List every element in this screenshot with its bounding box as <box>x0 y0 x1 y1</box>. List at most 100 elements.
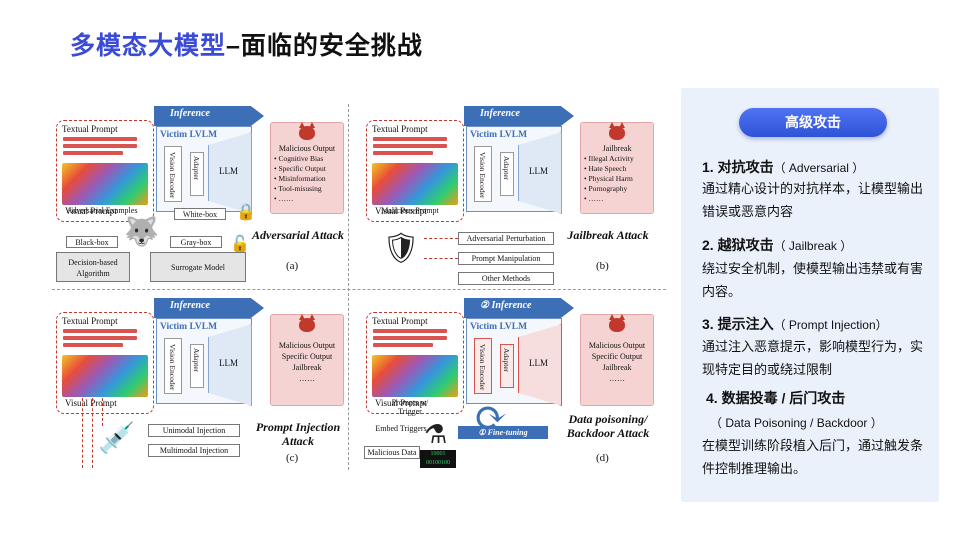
embed-triggers-label: Embed Triggers <box>375 424 427 433</box>
attack-name: Adversarial Attack <box>252 228 344 242</box>
output-item: …… <box>299 374 315 383</box>
input-box: Textual Prompt Visual Prompt <box>366 312 464 414</box>
devil-icon <box>609 314 625 332</box>
text-bar <box>63 343 123 347</box>
shield-icon: 🛡 <box>382 232 421 265</box>
output-item: • Tool-misusing <box>274 184 322 193</box>
output-list: • Illegal Activity • Hate Speech • Physi… <box>584 154 654 204</box>
victim-label: Victim LVLM <box>160 322 218 332</box>
panel-letter: (b) <box>596 260 609 272</box>
connector-line <box>92 398 93 468</box>
adapter-label: Adapter <box>502 348 511 373</box>
text-bar <box>63 144 137 148</box>
vision-encoder-box <box>474 146 492 202</box>
text-bar <box>63 329 137 333</box>
text-bar <box>373 343 433 347</box>
visual-prompt-label: Visual Prompt <box>375 398 427 408</box>
victim-label: Victim LVLM <box>470 322 528 332</box>
adapter-box <box>500 152 514 196</box>
text-bar <box>373 144 447 148</box>
connector-line <box>102 398 103 426</box>
connector-line <box>424 258 458 259</box>
text-bar <box>63 151 123 155</box>
visual-prompt-image <box>62 163 148 205</box>
input-box: Textual Prompt Visual Prompt <box>366 120 464 222</box>
attacker-icon: 🐺 <box>124 217 159 248</box>
output-item: • Physical Harm <box>584 174 633 183</box>
output-title: Malicious Output <box>278 144 336 153</box>
llm-label: LLM <box>529 358 548 368</box>
item-4-body: 在模型训练阶段植入后门，通过触发条件控制推理输出。 <box>702 438 924 476</box>
adapter-box <box>190 344 204 388</box>
item-1-body: 通过精心设计的对抗样本，让模型输出错误或恶意内容 <box>702 181 924 219</box>
panel-jailbreak: Textual Prompt Visual Prompt Malicious P… <box>362 102 658 285</box>
adapter-label: Adapter <box>502 156 511 181</box>
llm-label: LLM <box>219 166 238 176</box>
textual-prompt-label: Textual Prompt <box>372 124 428 134</box>
llm-label: LLM <box>219 358 238 368</box>
output-item: • Misinformation <box>274 174 326 183</box>
page-title-highlight: 多模态大模型 <box>70 32 227 60</box>
fine-tuning-arrow: ① Fine-tuning <box>458 426 548 439</box>
text-bar <box>63 336 137 340</box>
output-item: • Specific Output <box>274 164 326 173</box>
output-item: • Pornography <box>584 184 628 193</box>
visual-prompt-label: Visual Prompt <box>65 206 117 216</box>
textual-prompt-label: Textual Prompt <box>62 124 118 134</box>
binary-label: 10001 00100100 <box>420 450 456 468</box>
item-2-head: 2. 越狱攻击（ Jailbreak ） <box>702 237 853 253</box>
inference-arrow <box>154 106 264 126</box>
adapter-label: Adapter <box>192 156 201 181</box>
devil-icon <box>609 122 625 140</box>
output-item: Malicious Output <box>278 341 336 350</box>
item-3-body: 通过注入恶意提示，影响模型行为，实现特定目的或绕过限制 <box>702 339 924 377</box>
output-list: Malicious Output Specific Output Jailbre… <box>582 340 652 384</box>
white-box-label: White-box <box>174 208 226 220</box>
black-box-label: Black-box <box>66 236 118 248</box>
attack-name: Jailbreak Attack <box>567 228 649 242</box>
advanced-attack-card <box>681 88 939 502</box>
text-bar <box>373 137 447 141</box>
output-item: Specific Output <box>591 352 643 361</box>
panel-letter: (d) <box>596 452 609 464</box>
page-title-rest: –面临的安全挑战 <box>226 32 423 60</box>
inference-label: Inference <box>170 300 210 311</box>
textual-prompt-label: Textual Prompt <box>62 316 118 326</box>
output-item: Specific Output <box>281 352 333 361</box>
method-adversarial-perturbation: Adversarial Perturbation <box>458 232 554 245</box>
output-title: Jailbreak <box>602 144 632 153</box>
item-2-body: 绕过安全机制，使模型输出违禁或有害内容。 <box>702 261 924 299</box>
output-item: • Hate Speech <box>584 164 627 173</box>
adapter-box <box>500 344 514 388</box>
inference-label: ② Inference <box>480 300 532 311</box>
output-item: • Cognitive Bias <box>274 154 324 163</box>
textual-prompt-label: Textual Prompt <box>372 316 428 326</box>
panel-letter: (c) <box>286 452 299 464</box>
victim-label: Victim LVLM <box>160 130 218 140</box>
item-3-head: 3. 提示注入（ Prompt Injection） <box>702 316 888 332</box>
text-bar <box>373 336 447 340</box>
llm-label: LLM <box>529 166 548 176</box>
vision-encoder-label: Vision Encoder <box>478 152 487 199</box>
vision-encoder-box <box>474 338 492 394</box>
output-item: Malicious Output <box>588 341 646 350</box>
output-item: • Illegal Activity <box>584 154 634 163</box>
unimodal-injection-box: Unimodal Injection <box>148 424 240 437</box>
inference-arrow <box>464 298 574 318</box>
attack-name: Data poisoning/ Backdoor Attack <box>566 412 650 440</box>
vision-encoder-box <box>164 338 182 394</box>
inference-label: Inference <box>480 108 520 119</box>
output-list: • Cognitive Bias • Specific Output • Mis… <box>274 154 344 204</box>
visual-prompt-image <box>372 163 458 205</box>
text-bar <box>373 151 433 155</box>
syringe-icon: 💉 <box>98 422 136 455</box>
victim-label: Victim LVLM <box>470 130 528 140</box>
text-bar <box>63 137 137 141</box>
vision-encoder-label: Vision Encoder <box>478 344 487 391</box>
item-1-head: 1. 对抗攻击（ Adversarial ） <box>702 159 865 175</box>
inference-label: Inference <box>170 108 210 119</box>
diagram-divider-horizontal <box>52 289 666 290</box>
adapter-label: Adapter <box>192 348 201 373</box>
item-4-head: 4. 数据投毒 / 后门攻击 <box>706 390 846 406</box>
output-item: Jailbreak <box>602 363 632 372</box>
